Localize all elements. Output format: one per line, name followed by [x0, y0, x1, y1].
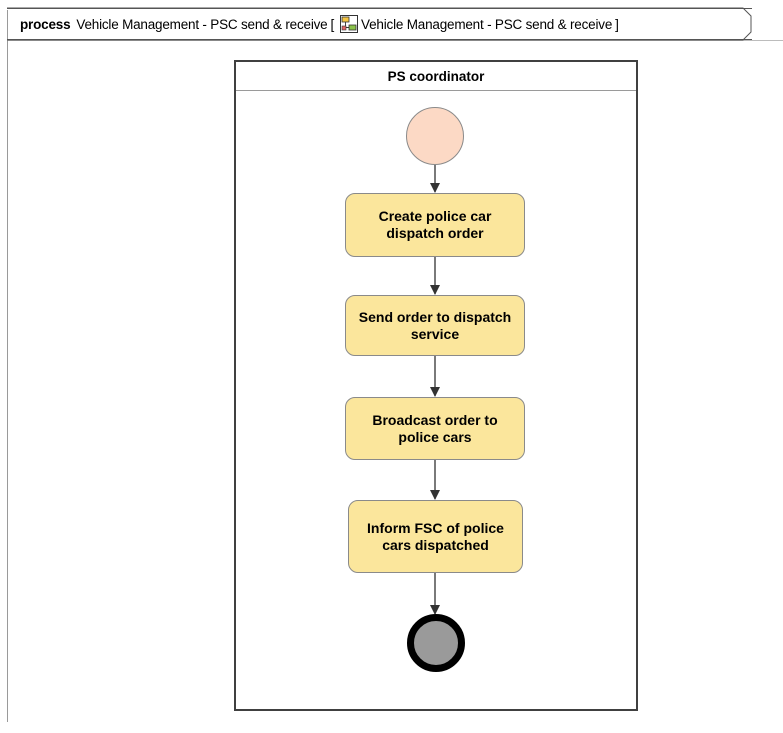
activity-diagram-icon: [340, 15, 359, 33]
action-inform-fsc[interactable]: Inform FSC of police cars dispatched: [348, 500, 523, 573]
action-send-order[interactable]: Send order to dispatch service: [345, 295, 525, 356]
swimlane-title: PS coordinator: [236, 62, 636, 91]
frame-title[interactable]: Vehicle Management - PSC send & receive: [76, 16, 328, 32]
frame-border-left: [7, 10, 8, 722]
frame-keyword: process: [20, 16, 71, 32]
frame-close-bracket: ]: [615, 16, 619, 32]
activity-final-node[interactable]: [407, 614, 465, 672]
frame-header-tab: [7, 7, 752, 41]
frame-header: process Vehicle Management - PSC send & …: [20, 12, 622, 36]
swimlane-ps-coordinator[interactable]: PS coordinator: [234, 60, 638, 711]
action-create-dispatch-order[interactable]: Create police car dispatch order: [345, 193, 525, 257]
frame-open-bracket: [: [330, 16, 335, 32]
initial-node[interactable]: [406, 107, 464, 165]
frame-diagram-ref[interactable]: Vehicle Management - PSC send & receive: [361, 16, 613, 32]
action-broadcast-order[interactable]: Broadcast order to police cars: [345, 397, 525, 460]
